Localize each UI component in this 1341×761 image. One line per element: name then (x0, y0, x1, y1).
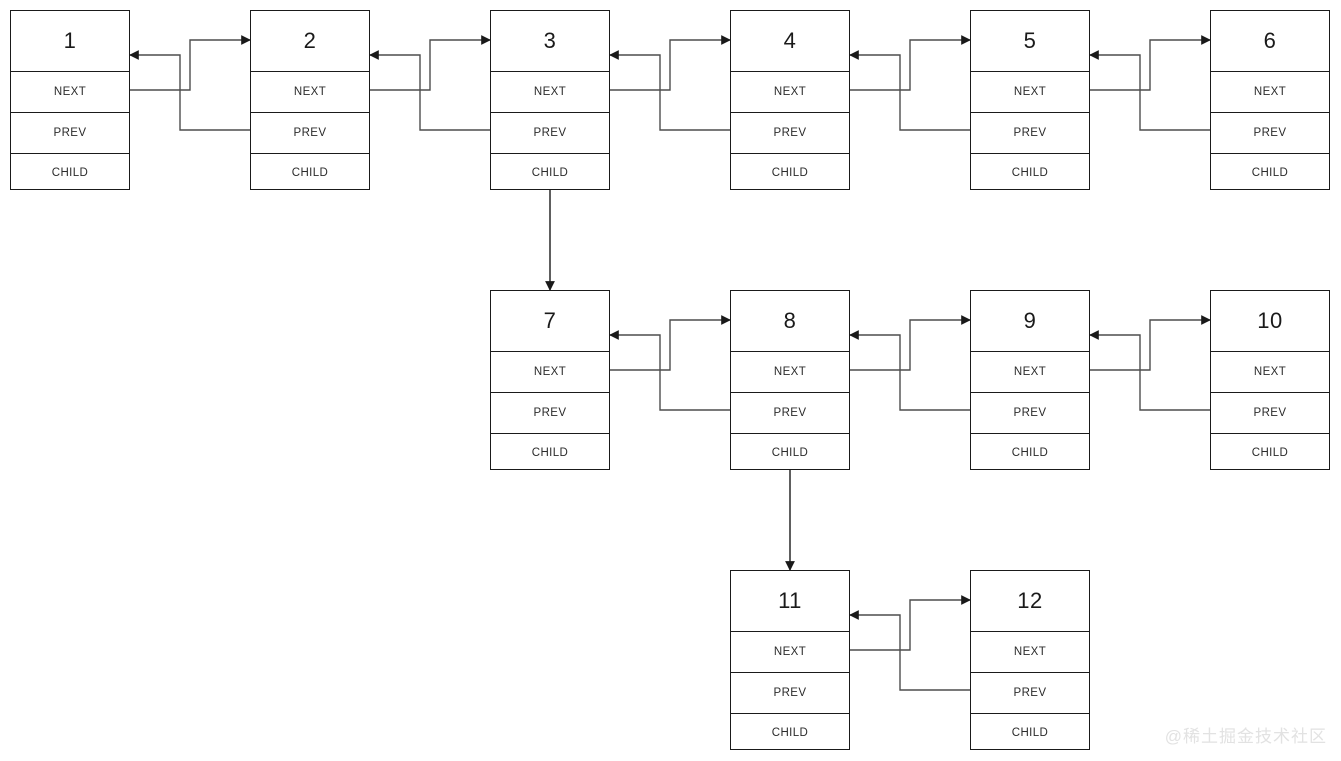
link-prev-node-6-to-node-5 (1089, 50, 1210, 131)
link-next-node-9-to-node-10 (1090, 315, 1211, 371)
node-field-next: NEXT (971, 352, 1089, 393)
link-prev-node-8-to-node-7 (609, 330, 730, 411)
node-field-child: CHILD (771, 167, 809, 179)
node-field-next: NEXT (731, 632, 849, 673)
link-next-node-11-to-node-12 (850, 595, 971, 651)
link-prev-node-4-to-node-3 (609, 50, 730, 131)
node-field-prev: PREV (971, 113, 1089, 154)
node-title: 12 (971, 571, 1089, 632)
node-field-next: NEXT (491, 352, 609, 393)
node-field-prev: PREV (731, 113, 849, 154)
node-title: 2 (251, 11, 369, 72)
node-field-next: NEXT (1211, 352, 1329, 393)
node-field-child: CHILD (1011, 447, 1049, 459)
node-field-child: CHILD (1011, 167, 1049, 179)
node-field-next: NEXT (11, 72, 129, 113)
node-field-next: NEXT (971, 72, 1089, 113)
node-field-prev: PREV (731, 673, 849, 714)
link-prev-node-2-to-node-1 (129, 50, 250, 131)
node-field-next: NEXT (1211, 72, 1329, 113)
node-field-next: NEXT (491, 72, 609, 113)
node-field-prev: PREV (251, 113, 369, 154)
node-field-child: CHILD (291, 167, 329, 179)
node-field-next: NEXT (971, 632, 1089, 673)
node-field-prev: PREV (971, 393, 1089, 434)
node-field-prev: PREV (491, 113, 609, 154)
node-title: 7 (491, 291, 609, 352)
watermark: @稀土掘金技术社区 (1164, 727, 1327, 746)
link-prev-node-3-to-node-2 (369, 50, 490, 131)
link-next-node-2-to-node-3 (370, 35, 491, 91)
node-title: 1 (11, 11, 129, 72)
node-field-prev: PREV (11, 113, 129, 154)
link-prev-node-10-to-node-9 (1089, 330, 1210, 411)
node-field-child: CHILD (1251, 167, 1289, 179)
node-title: 3 (491, 11, 609, 72)
node-field-child: CHILD (771, 727, 809, 739)
link-next-node-8-to-node-9 (850, 315, 971, 371)
node-title: 5 (971, 11, 1089, 72)
node-field-child: CHILD (531, 167, 569, 179)
node-field-prev: PREV (731, 393, 849, 434)
node-field-child: CHILD (51, 167, 89, 179)
link-next-node-3-to-node-4 (610, 35, 731, 91)
node-title: 10 (1211, 291, 1329, 352)
node-field-child: CHILD (1011, 727, 1049, 739)
node-field-prev: PREV (1211, 113, 1329, 154)
link-prev-node-5-to-node-4 (849, 50, 970, 131)
node-field-prev: PREV (491, 393, 609, 434)
node-title: 6 (1211, 11, 1329, 72)
node-field-prev: PREV (1211, 393, 1329, 434)
node-title: 4 (731, 11, 849, 72)
node-field-prev: PREV (971, 673, 1089, 714)
node-field-child: CHILD (771, 447, 809, 459)
node-field-next: NEXT (251, 72, 369, 113)
link-prev-node-12-to-node-11 (849, 610, 970, 691)
node-field-child: CHILD (531, 447, 569, 459)
node-title: 8 (731, 291, 849, 352)
node-title: 11 (731, 571, 849, 632)
link-next-node-4-to-node-5 (850, 35, 971, 91)
link-next-node-1-to-node-2 (130, 35, 251, 91)
link-next-node-7-to-node-8 (610, 315, 731, 371)
link-next-node-5-to-node-6 (1090, 35, 1211, 91)
node-field-next: NEXT (731, 72, 849, 113)
node-field-next: NEXT (731, 352, 849, 393)
link-prev-node-9-to-node-8 (849, 330, 970, 411)
node-field-child: CHILD (1251, 447, 1289, 459)
node-title: 9 (971, 291, 1089, 352)
